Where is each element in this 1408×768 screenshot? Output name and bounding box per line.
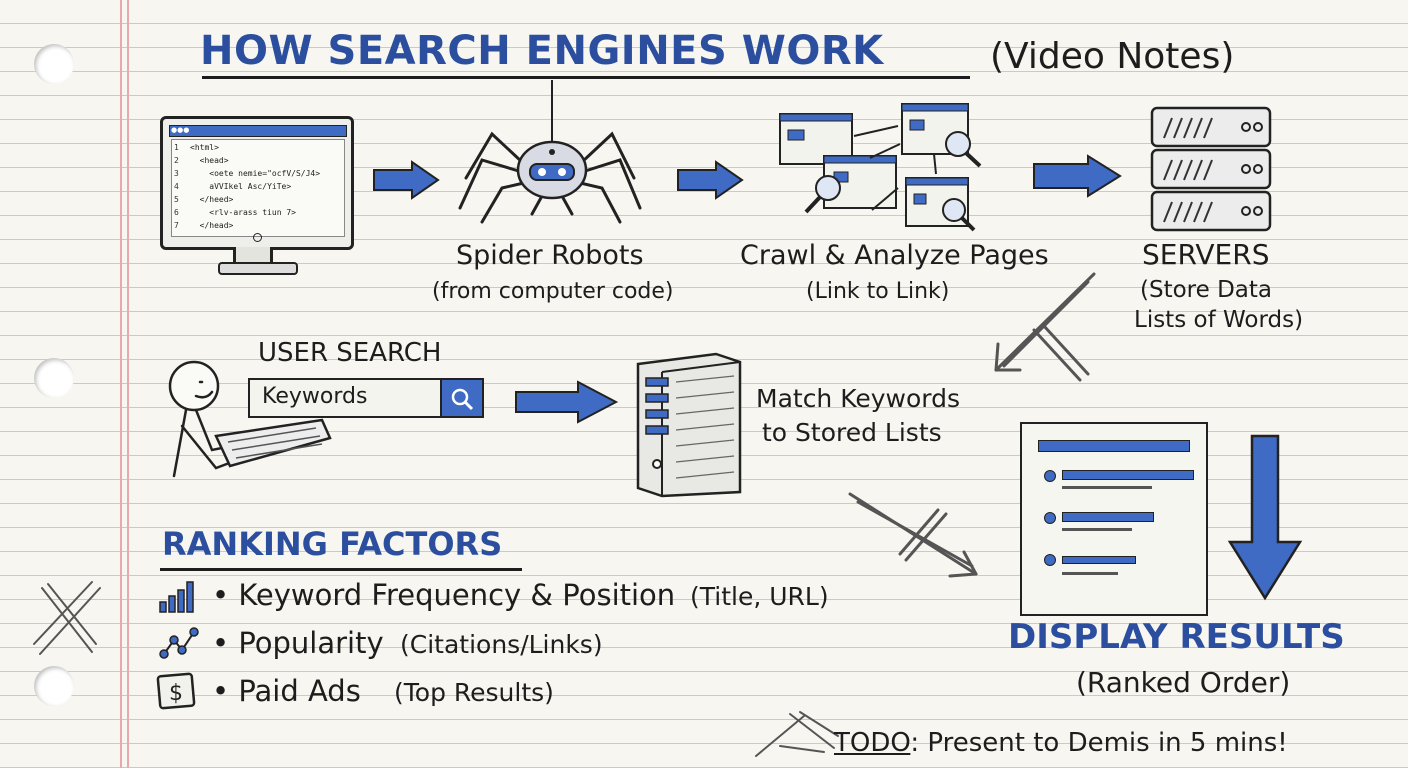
code-line-text: </head>	[190, 221, 234, 230]
result-bullet	[1044, 512, 1056, 524]
spider-label: Spider Robots	[456, 240, 644, 271]
code-line-text: <oete nemie="ocfV/S/J4>	[190, 169, 321, 178]
search-input[interactable]: Keywords	[262, 384, 368, 409]
sketch-arrow-icon	[994, 272, 1096, 382]
window-titlebar	[169, 125, 347, 137]
user-figure-icon	[168, 360, 332, 478]
spider-sublabel: (from computer code)	[432, 279, 674, 304]
crawl-label: Crawl & Analyze Pages	[740, 240, 1049, 271]
link-network-icon	[159, 627, 199, 659]
punch-hole	[34, 358, 74, 398]
results-header-bar	[1038, 440, 1190, 452]
crawl-pages-icon	[779, 103, 982, 232]
arrow-right-icon	[515, 380, 619, 424]
result-line	[1062, 486, 1152, 489]
servers-label: SERVERS	[1142, 238, 1270, 271]
result-bar	[1062, 556, 1136, 564]
arrow-right-icon	[373, 160, 440, 200]
server-stack-icon	[1150, 106, 1272, 232]
code-line-text: <rlv-arass tiun 7>	[190, 208, 296, 217]
search-button[interactable]	[440, 380, 482, 416]
code-line-number: 6	[174, 208, 179, 217]
code-line: 2 <head>	[174, 156, 229, 165]
margin-line	[120, 0, 122, 768]
match-text-1: Match Keywords	[756, 384, 961, 413]
display-results-label: DISPLAY RESULTS	[1008, 617, 1345, 657]
result-bullet	[1044, 470, 1056, 482]
code-line: 1 <html>	[174, 143, 219, 152]
servers-sublabel-1: (Store Data	[1140, 277, 1272, 303]
match-text-2: to Stored Lists	[762, 418, 942, 447]
code-line: 4 aVVIkel Asc/YiTe>	[174, 182, 291, 191]
ranking-item-1-note: (Title, URL)	[690, 582, 829, 611]
ranking-item-1: • Keyword Frequency & Position	[212, 578, 676, 612]
todo-label: TODO	[834, 728, 911, 758]
todo-note: TODO: Present to Demis in 5 mins!	[834, 728, 1288, 758]
servers-sublabel-2: Lists of Words)	[1134, 307, 1304, 333]
user-search-heading: USER SEARCH	[258, 338, 442, 368]
tower-server-icon	[636, 352, 742, 498]
result-line	[1062, 572, 1118, 575]
ranking-item-2-note: (Citations/Links)	[400, 630, 603, 659]
monitor-neck	[233, 247, 273, 265]
page-title: HOW SEARCH ENGINES WORK	[200, 28, 884, 74]
page-subtitle: (Video Notes)	[990, 36, 1235, 77]
code-line-number: 2	[174, 156, 179, 165]
ranking-item-3: • Paid Ads	[212, 674, 361, 708]
result-bullet	[1044, 554, 1056, 566]
result-line	[1062, 528, 1132, 531]
doodle-scribble-icon	[755, 711, 839, 757]
punch-hole	[34, 44, 74, 84]
dollar-icon: $	[156, 672, 196, 710]
ranking-item-3-note: (Top Results)	[394, 678, 554, 707]
code-line: 3 <oete nemie="ocfV/S/J4>	[174, 169, 320, 178]
doodle-cross-icon	[33, 581, 101, 655]
code-line: 5 </heed>	[174, 195, 233, 204]
code-line-text: </heed>	[190, 195, 234, 204]
ranking-item-2: • Popularity	[212, 626, 384, 660]
spider-robot-icon	[458, 80, 642, 224]
code-line-number: 3	[174, 169, 179, 178]
window-dots: ●●●	[171, 126, 190, 134]
code-line-number: 5	[174, 195, 179, 204]
result-bar	[1062, 470, 1194, 480]
code-line: 6 <rlv-arass tiun 7>	[174, 208, 296, 217]
code-line-text: <html>	[190, 143, 219, 152]
code-line-text: <head>	[190, 156, 229, 165]
search-icon	[451, 388, 474, 411]
code-line-text: aVVIkel Asc/YiTe>	[190, 182, 292, 191]
svg-text:$: $	[169, 681, 183, 706]
sketch-arrow-icon	[848, 492, 978, 578]
ranking-heading: RANKING FACTORS	[162, 525, 503, 563]
code-line-number: 7	[174, 221, 179, 230]
monitor-base	[218, 262, 298, 275]
display-results-sublabel: (Ranked Order)	[1076, 666, 1291, 699]
crawl-sublabel: (Link to Link)	[806, 279, 950, 304]
code-area: 1 <html> 2 <head> 3 <oete nemie="ocfV/S/J4>…	[171, 139, 345, 237]
todo-text: : Present to Demis in 5 mins!	[910, 728, 1288, 758]
code-line: 7 </head>	[174, 221, 233, 230]
search-box[interactable]: Keywords	[248, 378, 484, 418]
bar-chart-icon	[159, 581, 194, 613]
arrow-right-icon	[1033, 154, 1122, 198]
arrow-down-icon	[1227, 434, 1303, 601]
power-button	[253, 233, 262, 242]
code-line-number: 4	[174, 182, 179, 191]
ranking-underline	[160, 568, 522, 571]
title-underline	[202, 76, 970, 79]
margin-line-2	[127, 0, 129, 768]
punch-hole	[34, 666, 74, 706]
monitor: ●●● 1 <html> 2 <head> 3 <oete nemie="ocfV/S…	[160, 116, 354, 250]
result-bar	[1062, 512, 1154, 522]
code-line-number: 1	[174, 143, 179, 152]
arrow-right-icon	[677, 160, 744, 200]
results-page	[1020, 422, 1208, 616]
